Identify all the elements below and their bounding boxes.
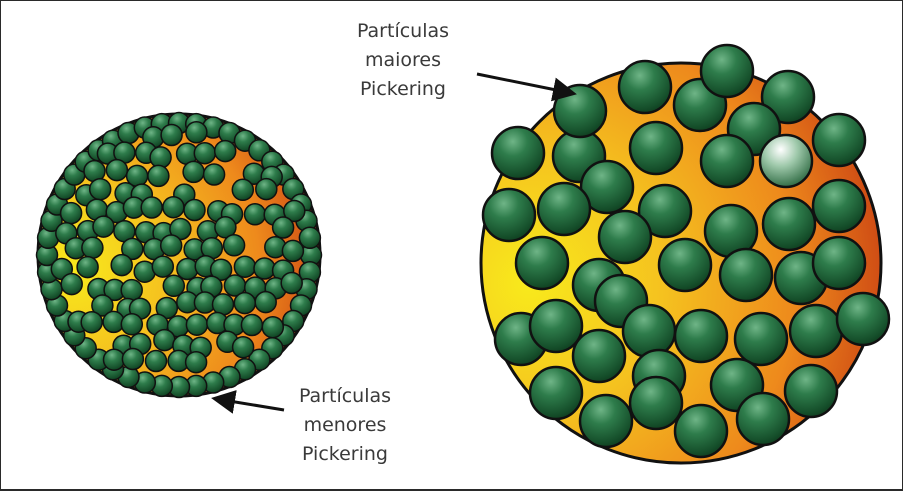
large-particle (701, 135, 753, 187)
large-particle (813, 237, 865, 289)
small-particle (77, 257, 98, 278)
small-particle (186, 352, 207, 373)
small-particle (183, 161, 204, 182)
small-particle (262, 317, 283, 338)
small-particle (186, 314, 207, 335)
small-particle (141, 197, 162, 218)
small-particle (111, 255, 132, 276)
large-droplet (481, 45, 889, 463)
small-particle (245, 204, 266, 225)
label-small-line-2: menores (283, 411, 407, 440)
large-particle (701, 45, 753, 97)
small-particle (273, 217, 294, 238)
small-particle (154, 330, 175, 351)
small-particle (152, 256, 173, 277)
large-particle (790, 305, 842, 357)
small-particle (90, 179, 111, 200)
small-particle (61, 274, 82, 295)
large-particle (530, 300, 582, 352)
large-particle (580, 395, 632, 447)
large-particle (675, 405, 727, 457)
small-particle (232, 179, 253, 200)
arrow-small-particles (217, 399, 284, 410)
small-particle (254, 258, 275, 279)
large-particle (737, 393, 789, 445)
large-particle (659, 239, 711, 291)
small-particle (81, 312, 102, 333)
large-particle (599, 211, 651, 263)
large-particle (573, 330, 625, 382)
small-particle (241, 315, 262, 336)
small-particle (213, 294, 234, 315)
large-particle (538, 183, 590, 235)
small-particle (281, 273, 302, 294)
large-particle (630, 122, 682, 174)
large-particle (516, 237, 568, 289)
small-particle (93, 216, 114, 237)
small-particle (121, 280, 142, 301)
small-particle (184, 200, 205, 221)
small-particle (177, 259, 198, 280)
large-particle (785, 365, 837, 417)
small-particle (104, 349, 125, 370)
small-droplet (37, 113, 322, 398)
small-particle (204, 164, 225, 185)
large-particle (763, 198, 815, 250)
small-particle (82, 237, 103, 258)
small-particle (256, 179, 277, 200)
small-particle (233, 337, 254, 358)
label-small-line-3: Pickering (283, 440, 407, 469)
label-large-line-2: maiores (341, 46, 465, 75)
small-particle (61, 203, 82, 224)
small-particle (255, 292, 276, 313)
large-particle (760, 135, 812, 187)
small-particle (121, 314, 142, 335)
small-particle (122, 349, 143, 370)
small-particle (224, 235, 245, 256)
label-small-line-1: Partículas (283, 382, 407, 411)
large-particle (813, 114, 865, 166)
arrow-large-particles (477, 74, 571, 93)
small-particle (106, 160, 127, 181)
small-particle (234, 293, 255, 314)
large-particle (813, 180, 865, 232)
large-particle (675, 310, 727, 362)
label-large-line-3: Pickering (341, 75, 465, 104)
label-large-line-1: Partículas (341, 17, 465, 46)
large-particle (630, 377, 682, 429)
large-particle (720, 249, 772, 301)
small-particle (234, 256, 255, 277)
large-particle (623, 305, 675, 357)
small-particle (161, 235, 182, 256)
small-particle (194, 143, 215, 164)
large-particle (483, 189, 535, 241)
large-particle (530, 367, 582, 419)
large-particle (837, 293, 889, 345)
large-particle (735, 313, 787, 365)
label-small-particles: Partículas menores Pickering (283, 382, 407, 469)
large-particle (492, 127, 544, 179)
small-particle (150, 147, 171, 168)
small-particle (161, 125, 182, 146)
small-particle (163, 197, 184, 218)
small-particle (148, 165, 169, 186)
small-particle (215, 141, 236, 162)
small-particle (186, 122, 207, 143)
large-particle (619, 61, 671, 113)
label-large-particles: Partículas maiores Pickering (341, 17, 465, 104)
small-particle (282, 240, 303, 261)
large-particle (554, 85, 606, 137)
small-particle (146, 351, 167, 372)
